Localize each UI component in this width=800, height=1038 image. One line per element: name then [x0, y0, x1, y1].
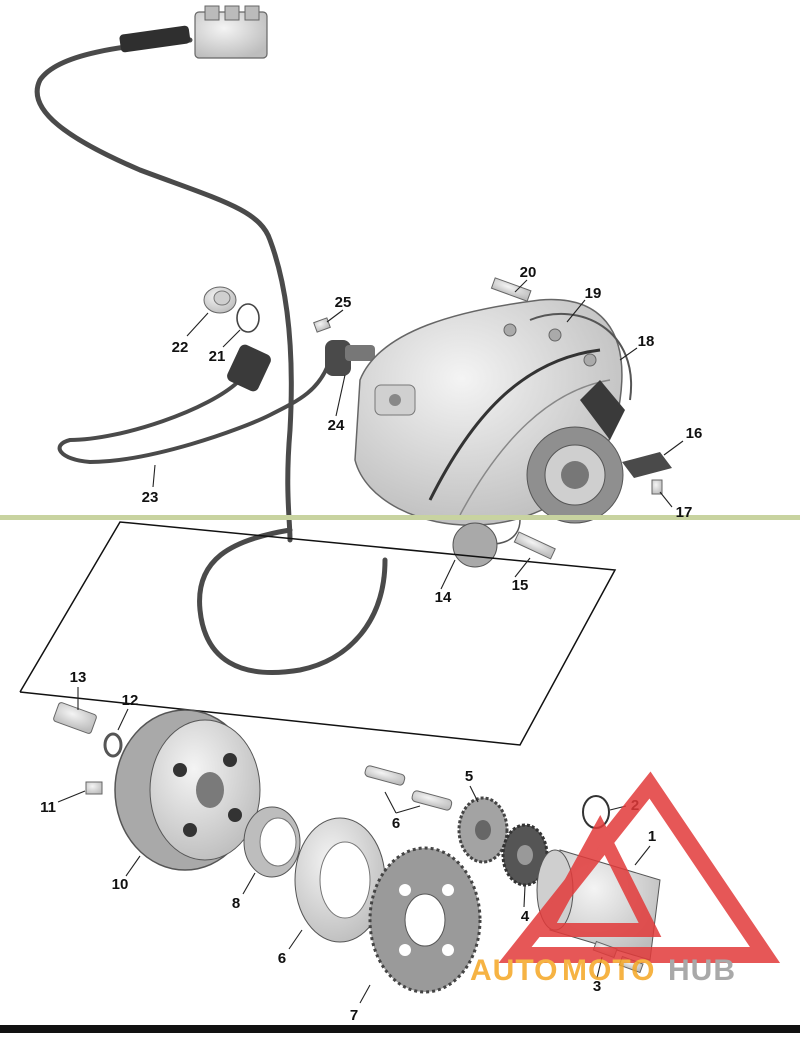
callout-4: 4	[521, 908, 530, 925]
callout-12: 12	[122, 692, 139, 709]
callout-8: 8	[232, 895, 240, 912]
shaft-6a	[364, 765, 406, 786]
gear-4	[501, 823, 549, 887]
callout-6: 6	[392, 815, 400, 832]
watermark-triangle-inner	[533, 814, 662, 937]
gear-5	[457, 796, 509, 864]
position-sensor	[325, 340, 375, 376]
callout-19: 19	[585, 285, 602, 302]
bearing-8	[243, 806, 301, 878]
callout-15: 15	[512, 577, 529, 594]
gasket	[529, 312, 633, 401]
callout-11: 11	[40, 799, 56, 816]
connector-plug	[194, 5, 268, 59]
bolt-20	[490, 277, 532, 302]
leader-lines	[57, 279, 684, 1004]
callout-22: 22	[172, 339, 189, 356]
callout-24: 24	[328, 417, 345, 434]
rotor	[114, 709, 261, 871]
divider-band	[0, 515, 800, 520]
wire-bracket	[580, 380, 625, 440]
callout-23: 23	[142, 489, 159, 506]
screw-small	[313, 317, 331, 333]
callout-14: 14	[435, 589, 452, 606]
screw-11	[85, 781, 103, 795]
watermark-text-moto: MOTO	[562, 954, 655, 987]
stator	[452, 426, 624, 568]
plate-9	[294, 817, 386, 943]
bottom-border	[0, 1025, 800, 1033]
o-ring	[236, 303, 260, 333]
watermark-text-auto: AUTO	[470, 954, 558, 987]
assembly-bracket	[19, 521, 617, 746]
shaft-6b	[411, 790, 453, 811]
harness-sleeve	[119, 25, 191, 53]
callout-5: 5	[465, 768, 473, 785]
callout-18: 18	[638, 333, 655, 350]
callout-1: 1	[648, 828, 656, 845]
callout-17: 17	[676, 504, 693, 521]
bolt-15	[513, 531, 556, 560]
screw-17	[651, 479, 663, 495]
plug	[203, 286, 237, 314]
callout-25: 25	[335, 294, 352, 311]
watermark-logo: AUTO MOTO HUB	[470, 771, 781, 987]
sensor-wire	[57, 344, 332, 465]
wiring-harness	[34, 25, 388, 675]
callout-3: 3	[593, 978, 601, 995]
callout-20: 20	[520, 264, 537, 281]
callout-10: 10	[112, 876, 129, 893]
bolt-13	[53, 702, 97, 734]
callout-16: 16	[686, 425, 703, 442]
wire-connector	[227, 344, 271, 392]
callout-13: 13	[70, 669, 87, 686]
gear-7	[368, 846, 482, 994]
washer-12	[103, 732, 123, 758]
callout-7: 7	[350, 1007, 358, 1024]
callout-9: 9	[278, 949, 286, 966]
callout-numbers: 20 19 18 16 17 15 14 25 24 22 21 23 13 1…	[40, 264, 702, 1024]
watermark-text-hub: HUB	[668, 954, 736, 987]
cover-plate	[622, 452, 672, 478]
callout-21: 21	[209, 348, 226, 365]
